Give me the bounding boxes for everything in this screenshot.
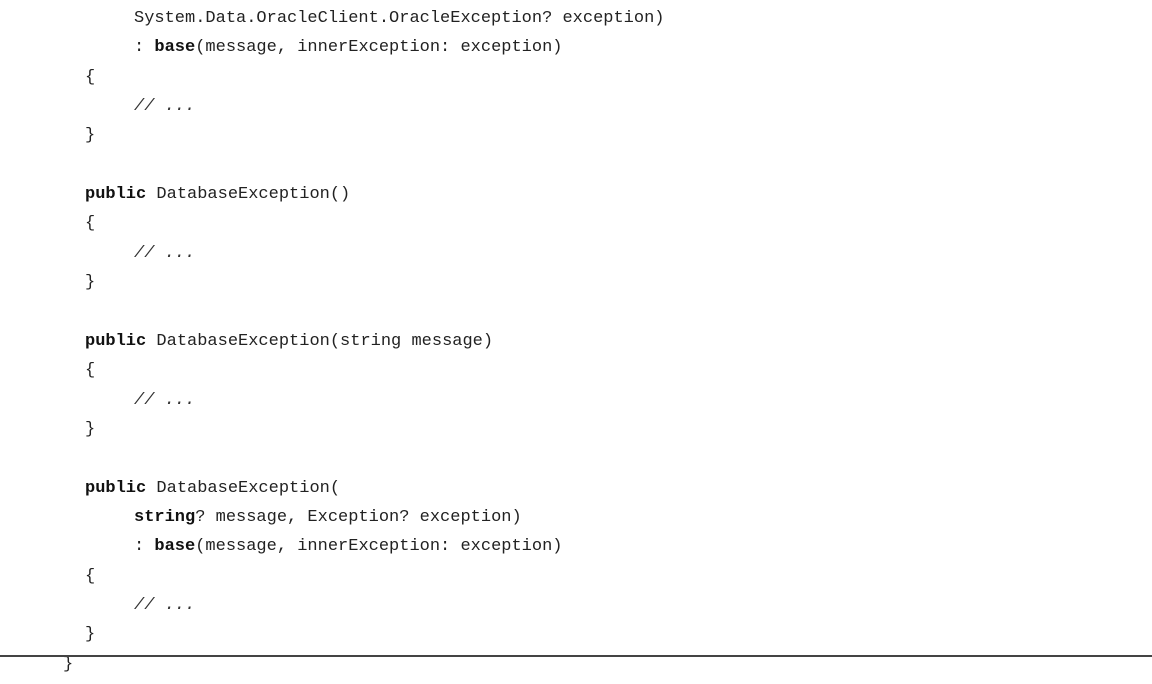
code-text: } bbox=[85, 419, 96, 439]
code-text: { bbox=[85, 566, 96, 586]
code-text: } bbox=[85, 126, 96, 146]
code-text: { bbox=[85, 214, 96, 234]
code-text: { bbox=[85, 67, 96, 87]
code-keyword: public bbox=[85, 331, 147, 351]
code-text: } bbox=[85, 273, 96, 293]
code-text: (message, innerException: exception) bbox=[195, 38, 563, 58]
code-text: System.Data.OracleClient.OracleException… bbox=[134, 9, 665, 28]
code-text: } bbox=[63, 654, 74, 674]
code-line: { bbox=[85, 209, 95, 238]
bottom-rule bbox=[0, 655, 1152, 657]
code-line: } bbox=[85, 268, 95, 297]
code-line: // ... bbox=[134, 92, 195, 121]
code-text: { bbox=[85, 361, 96, 381]
code-text: : bbox=[134, 38, 155, 58]
code-text: DatabaseException() bbox=[146, 185, 351, 205]
code-line: // ... bbox=[134, 386, 195, 415]
code-comment: // ... bbox=[134, 97, 196, 117]
code-comment: // ... bbox=[134, 596, 196, 615]
code-text: (message, innerException: exception) bbox=[195, 537, 563, 557]
code-line: public DatabaseException() bbox=[85, 180, 350, 209]
code-keyword: base bbox=[154, 537, 196, 557]
code-line: } bbox=[85, 415, 95, 444]
code-line: // ... bbox=[134, 591, 195, 620]
code-text: : bbox=[134, 537, 155, 557]
code-line: } bbox=[63, 650, 73, 679]
code-text: ? message, Exception? exception) bbox=[195, 507, 522, 527]
code-line: string? message, Exception? exception) bbox=[134, 503, 522, 532]
code-line: public DatabaseException(string message) bbox=[85, 327, 493, 356]
code-line: } bbox=[85, 121, 95, 150]
code-line: public DatabaseException( bbox=[85, 474, 340, 503]
code-line: { bbox=[85, 63, 95, 92]
code-text: DatabaseException( bbox=[146, 478, 341, 498]
code-text: } bbox=[85, 625, 96, 645]
code-line: System.Data.OracleClient.OracleException… bbox=[134, 4, 665, 33]
code-line: } bbox=[85, 620, 95, 649]
code-keyword: public bbox=[85, 478, 147, 498]
code-line: : base(message, innerException: exceptio… bbox=[134, 33, 562, 62]
code-keyword: public bbox=[85, 185, 147, 205]
code-text: DatabaseException(string message) bbox=[146, 331, 494, 351]
code-line: : base(message, innerException: exceptio… bbox=[134, 532, 562, 561]
code-comment: // ... bbox=[134, 243, 196, 263]
code-keyword: base bbox=[154, 38, 196, 58]
code-line: // ... bbox=[134, 239, 195, 268]
code-line: { bbox=[85, 562, 95, 591]
code-line: { bbox=[85, 356, 95, 385]
code-keyword: string bbox=[134, 507, 196, 527]
code-comment: // ... bbox=[134, 390, 196, 410]
